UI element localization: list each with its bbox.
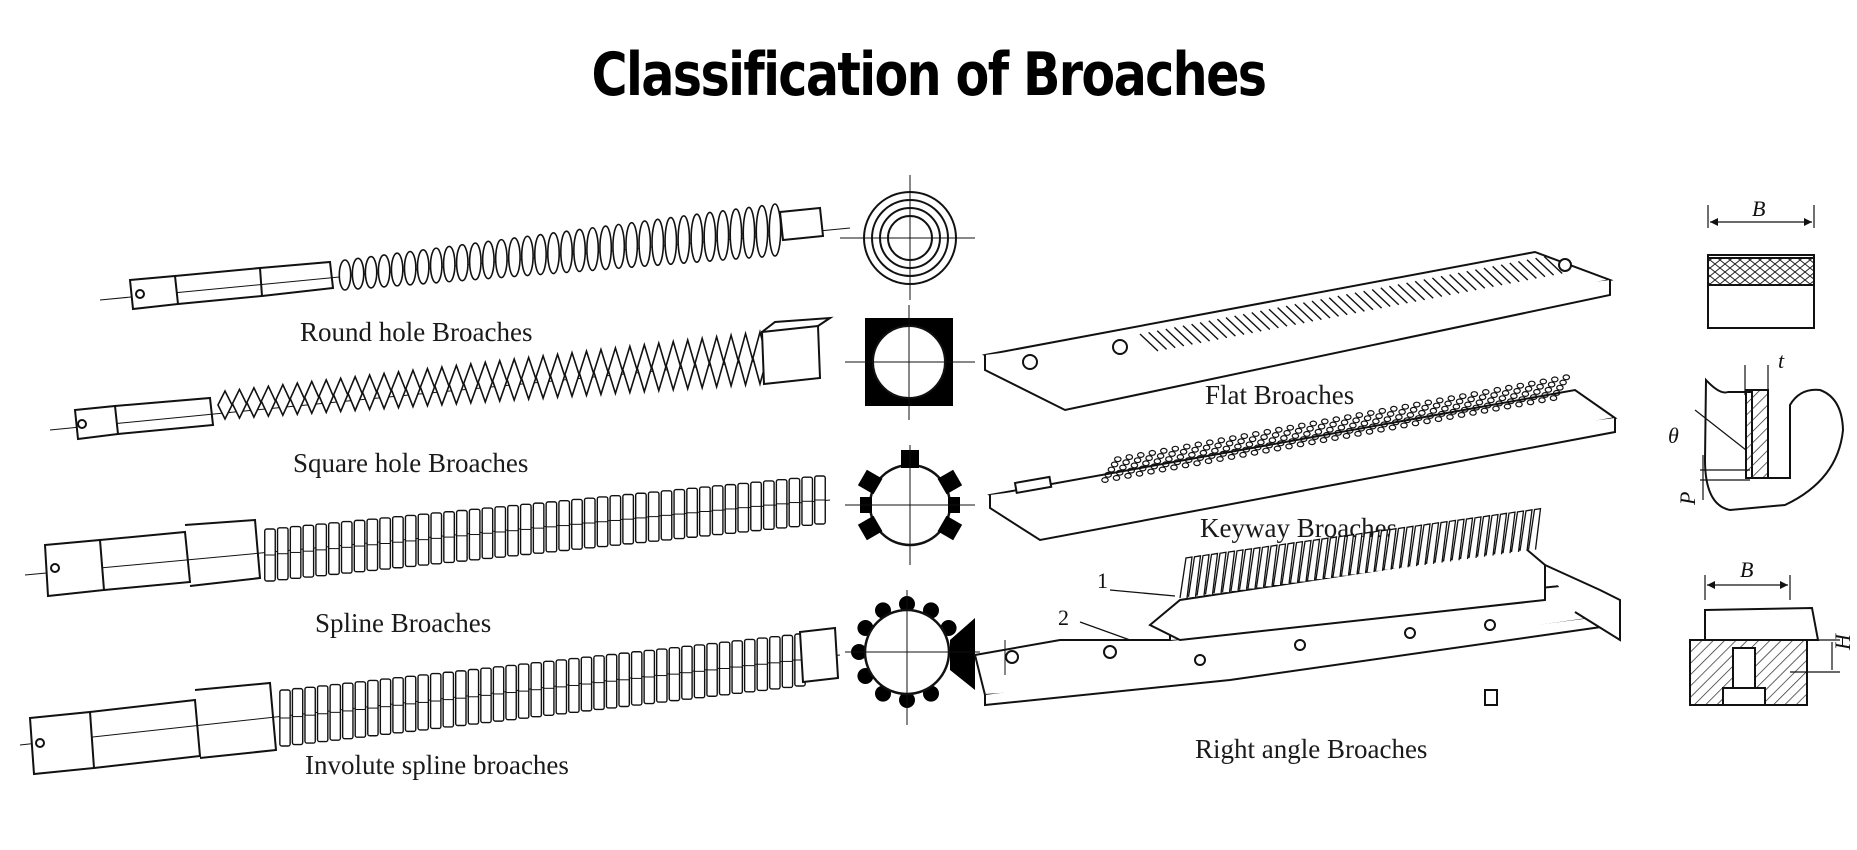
page-title: Classification of Broaches: [591, 40, 1268, 110]
flat-label: Flat Broaches: [1205, 380, 1355, 410]
right-angle-broach-drawing: [973, 507, 1621, 707]
dim-b-top: B: [1752, 196, 1765, 221]
square-hole-label: Square hole Broaches: [293, 448, 529, 478]
part-number-1: 1: [1097, 568, 1108, 593]
dim-b-bottom: B: [1740, 557, 1753, 582]
keyway-broach-drawing: [987, 374, 1618, 542]
flat-broach-section-detail: [1707, 205, 1815, 329]
round-hole-section-icon: [840, 175, 975, 300]
involute-spline-label: Involute spline broaches: [305, 750, 569, 780]
keyway-broach-section-detail: [1694, 365, 1845, 512]
flat-broach-drawing: [981, 250, 1614, 412]
dim-t: t: [1778, 348, 1785, 373]
spline-label: Spline Broaches: [315, 608, 492, 638]
involute-spline-section-icon: [845, 590, 980, 725]
round-hole-label: Round hole Broaches: [300, 317, 533, 347]
involute-spline-broach-drawing: [19, 626, 841, 776]
right-angle-label: Right angle Broaches: [1195, 734, 1428, 764]
square-hole-section-icon: [845, 305, 975, 420]
dim-p: P: [1675, 492, 1700, 506]
square-hole-broach-drawing: [49, 316, 834, 441]
dim-theta: θ: [1668, 423, 1679, 448]
spline-broach-drawing: [24, 475, 831, 598]
part-number-2: 2: [1058, 605, 1069, 630]
right-angle-broach-section-detail: [1689, 575, 1840, 706]
spline-section-icon: [845, 445, 975, 565]
round-hole-broach-drawing: [99, 203, 851, 311]
dim-h: H: [1830, 633, 1855, 651]
